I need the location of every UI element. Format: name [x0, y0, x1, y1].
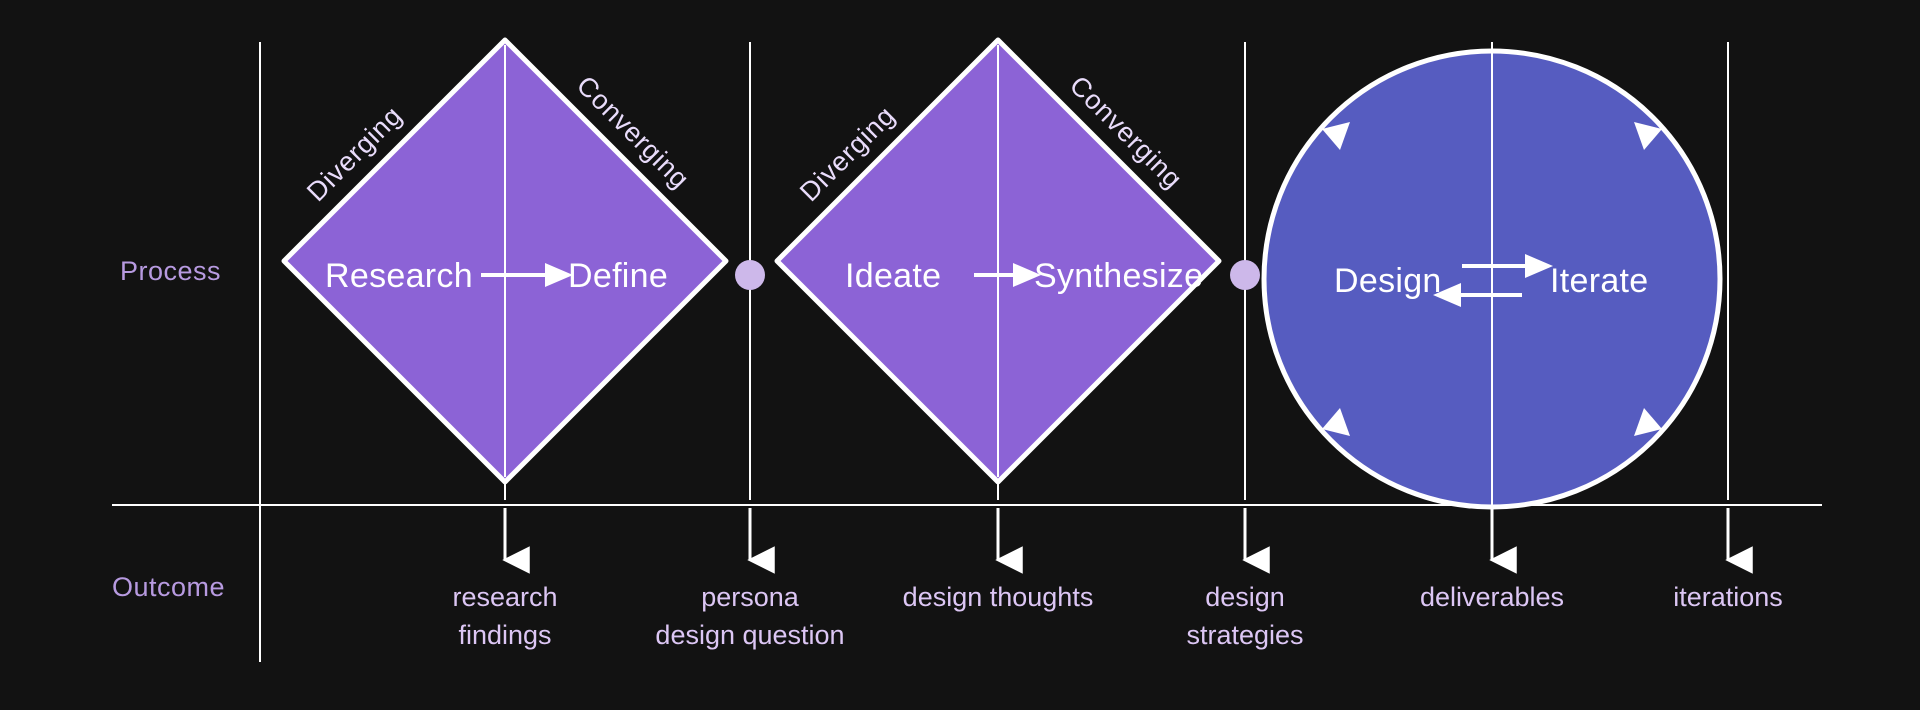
outcome-line: iterations	[1673, 582, 1783, 612]
stage-label-research: Research	[325, 257, 473, 295]
stage-arrow-ideate-synthesize	[974, 263, 1041, 287]
phase-shape-discover-define[interactable]	[281, 37, 729, 485]
stage-label-define: Define	[568, 257, 669, 295]
outcome-line: design	[1205, 582, 1285, 612]
outcome-line: research	[452, 582, 558, 612]
outcome-pointers	[502, 508, 1753, 574]
row-label-outcome: Outcome	[112, 572, 226, 602]
outcome-line: deliverables	[1419, 582, 1565, 612]
stage-label-design: Design	[1334, 262, 1442, 300]
outcome-label: persona design question	[655, 578, 844, 654]
outcome-label: design strategies	[1186, 578, 1303, 654]
outcome-line: design thoughts	[902, 582, 1094, 612]
stage-label-iterate: Iterate	[1550, 262, 1649, 300]
outcome-label: design thoughts	[903, 578, 1094, 616]
stage-arrow-research-define	[481, 263, 573, 287]
phase-separator-dots	[735, 260, 1260, 290]
outcome-label: research findings	[452, 578, 557, 654]
outcome-line: design question	[655, 620, 845, 650]
stage-arrow-design-iterate	[1433, 254, 1553, 307]
phase-shape-ideate-synthesize[interactable]	[774, 37, 1222, 485]
stage-label-synthesize: Synthesize	[1034, 257, 1204, 295]
outcome-label: iterations	[1673, 578, 1783, 616]
cycle-arrowheads-icon	[1322, 122, 1662, 436]
outcome-label: deliverables	[1420, 578, 1564, 616]
stage-label-ideate: Ideate	[845, 257, 942, 295]
outcome-line: persona	[701, 582, 799, 612]
outcome-line: findings	[458, 620, 552, 650]
phase-shape-design-iterate[interactable]	[1261, 48, 1723, 510]
row-label-process: Process	[120, 256, 222, 286]
outcome-line: strategies	[1186, 620, 1304, 650]
